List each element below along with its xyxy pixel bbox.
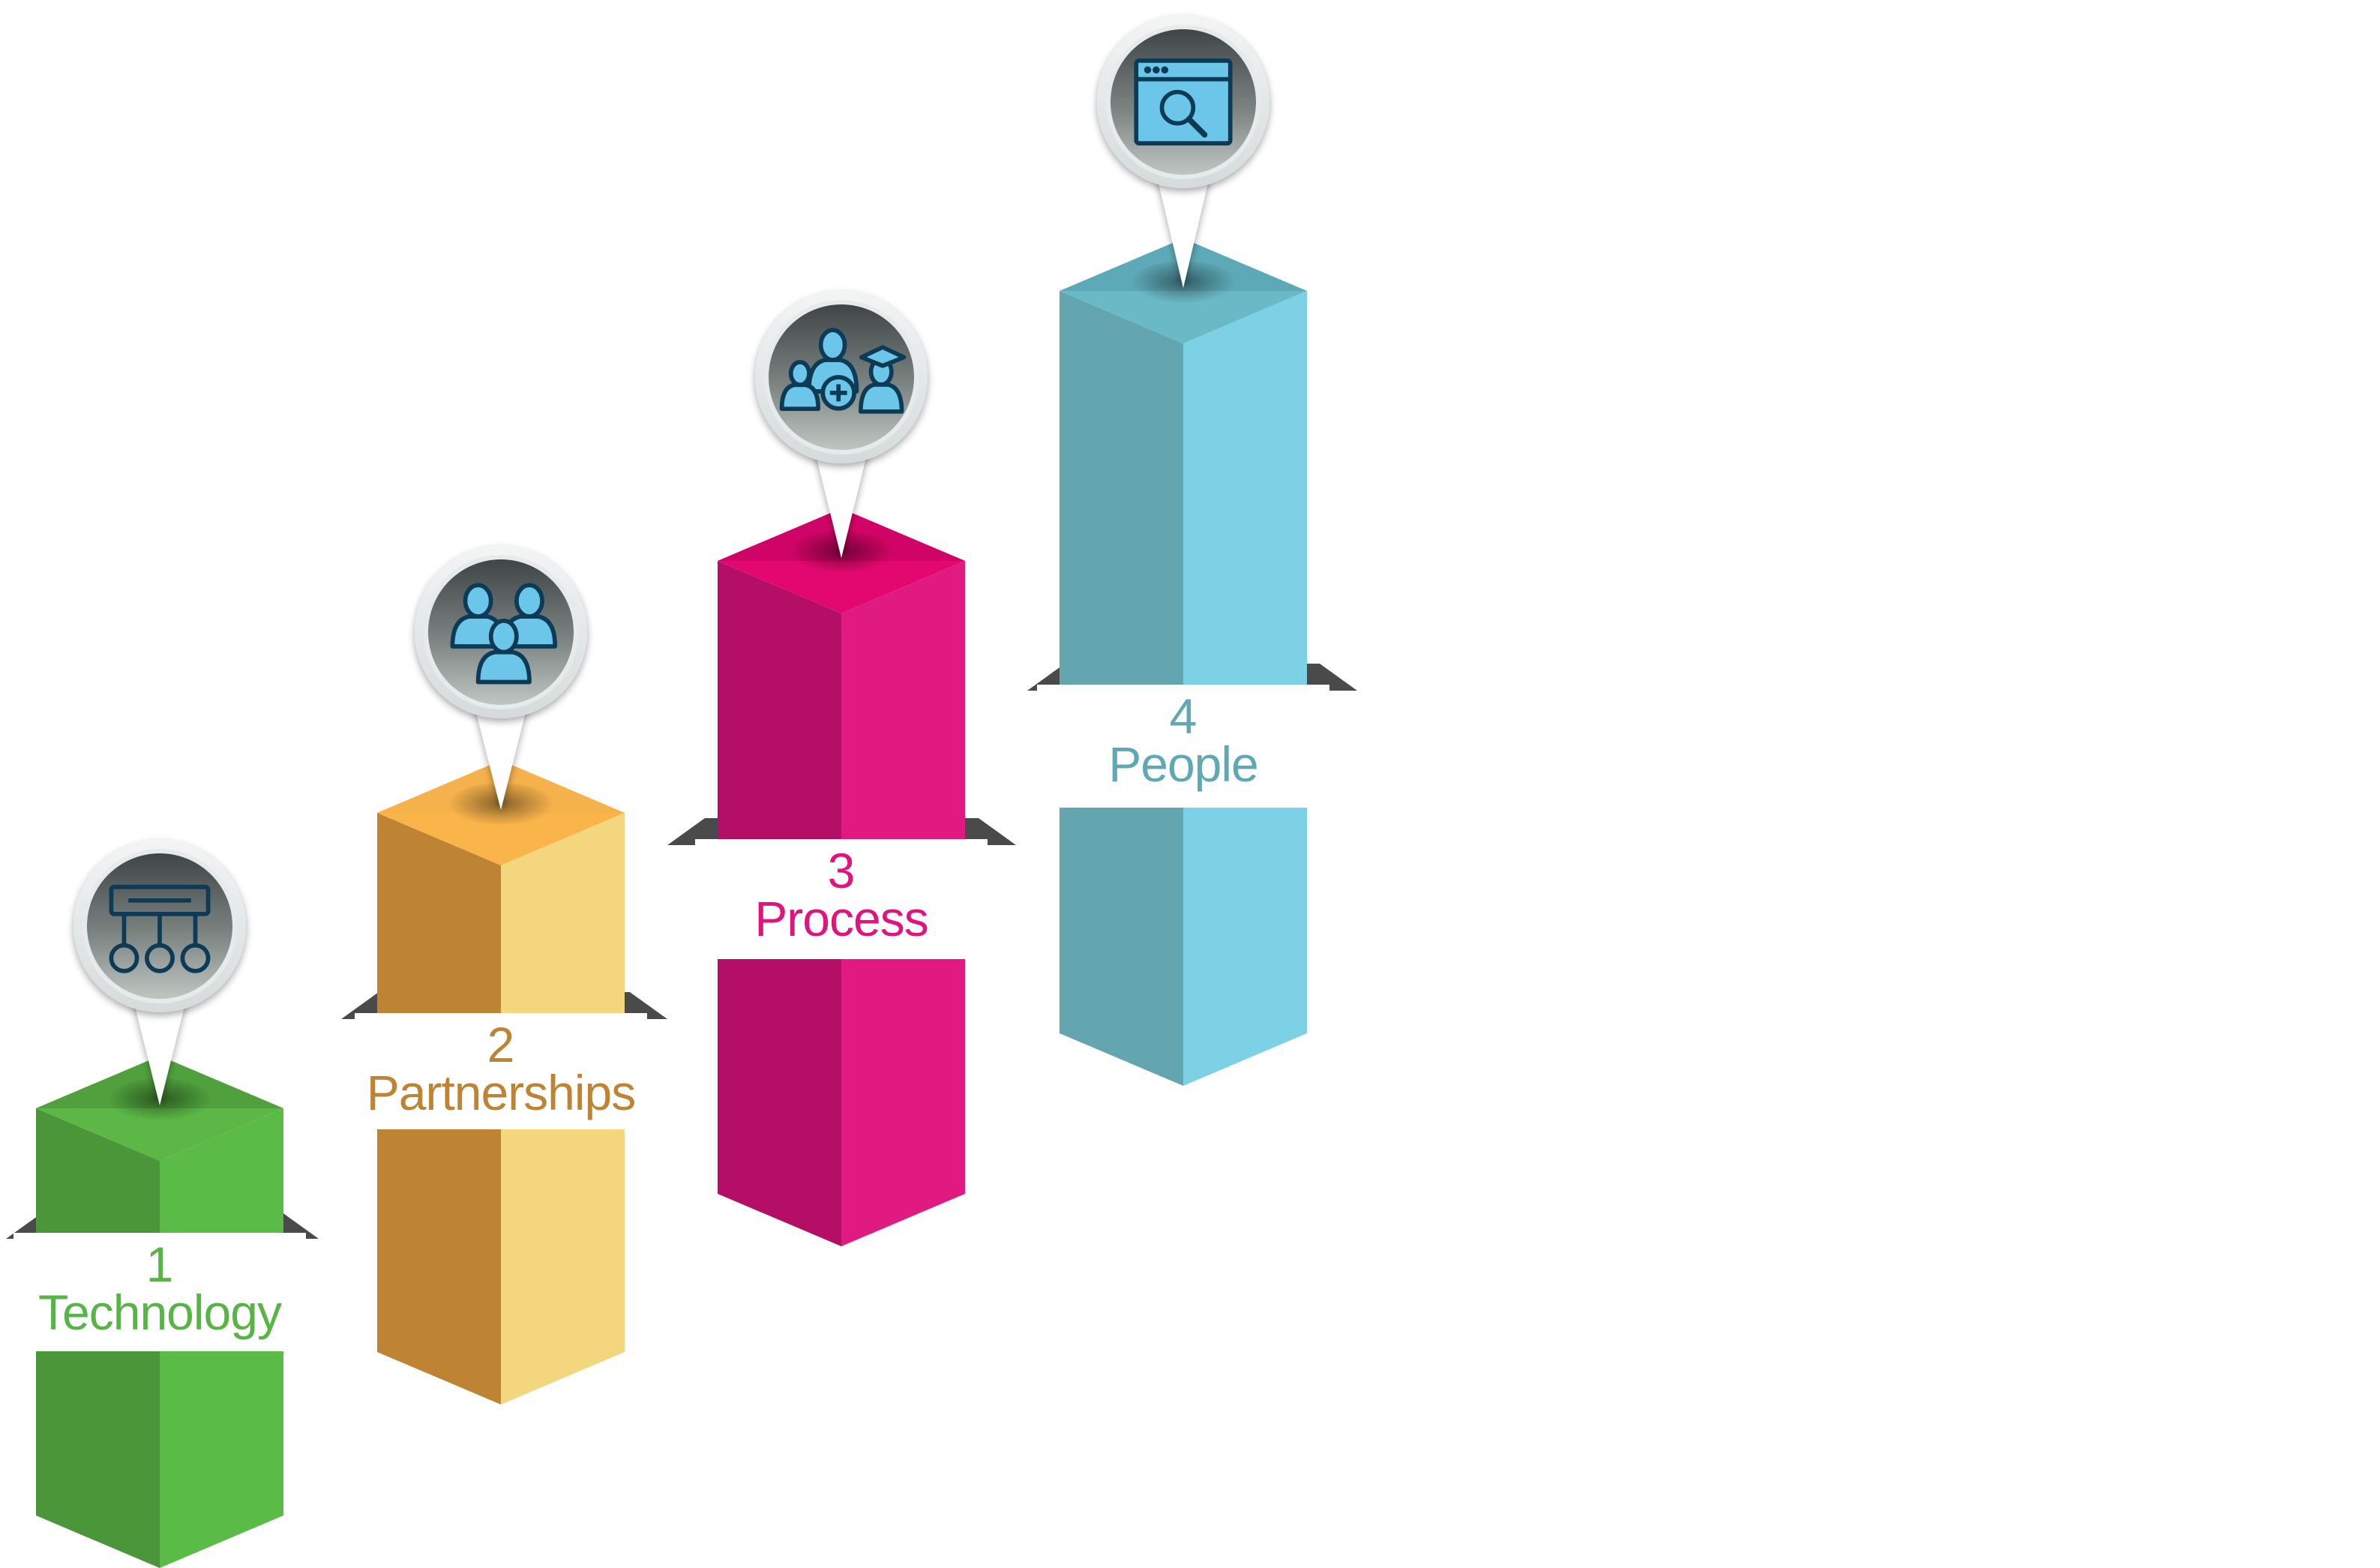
icon-badge — [755, 291, 928, 463]
pin-pointer — [1156, 173, 1210, 288]
pillar-name: Process — [754, 891, 928, 946]
browser-search-icon — [1134, 58, 1233, 145]
team-graduate-icon — [779, 328, 907, 414]
icon-badge — [415, 546, 587, 718]
pin-pointer — [133, 997, 187, 1105]
pillar-number: 4 — [1169, 688, 1197, 744]
label-band — [1037, 685, 1329, 808]
pillar-name: Technology — [38, 1285, 282, 1340]
pillar-process — [667, 291, 1016, 1246]
label-band — [695, 839, 988, 959]
pillar-number: 3 — [827, 843, 856, 898]
label-band — [13, 1233, 306, 1351]
label-band — [355, 1013, 647, 1129]
pin-pointer — [474, 703, 528, 810]
pillar-technology — [6, 840, 319, 1568]
pillar-name: Partnerships — [366, 1065, 637, 1120]
icon-badge — [73, 840, 246, 1012]
network-hub-icon — [109, 884, 211, 973]
group-icon — [450, 583, 558, 685]
pillar-name: People — [1108, 736, 1259, 792]
pillar-number: 2 — [487, 1017, 515, 1072]
pillar-partnerships — [341, 546, 667, 1405]
icon-badge — [1097, 16, 1269, 188]
pillar-number: 1 — [145, 1237, 174, 1292]
pin-pointer — [814, 448, 868, 558]
pillar-people — [1027, 16, 1357, 1086]
